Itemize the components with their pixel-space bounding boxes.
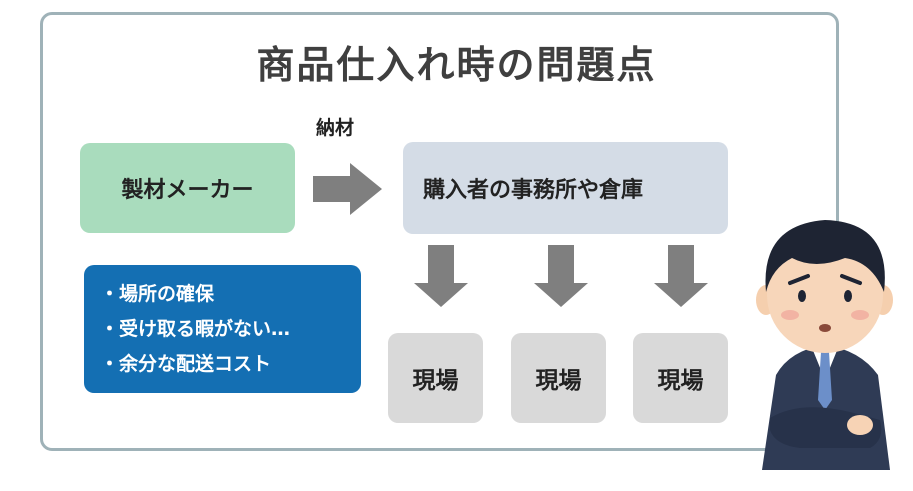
worried-businessman-illustration — [756, 220, 893, 470]
down-arrow-icon-3 — [654, 245, 708, 307]
down-arrow-icon-2 — [534, 245, 588, 307]
issue-item: ・受け取る暇がない… — [100, 318, 291, 340]
diagram-title: 商品仕入れ時の問題点 — [256, 43, 657, 87]
delivery-label: 納材 — [316, 117, 355, 139]
issues-box: ・場所の確保 ・受け取る暇がない… ・余分な配送コスト — [84, 265, 361, 393]
issue-item: ・場所の確保 — [100, 283, 215, 305]
right-arrow-icon — [313, 163, 382, 215]
site-box-3: 現場 — [633, 333, 728, 423]
issue-item: ・余分な配送コスト — [100, 353, 272, 375]
buyer-office-warehouse-box: 購入者の事務所や倉庫 — [403, 142, 728, 234]
manufacturer-box: 製材メーカー — [80, 143, 295, 233]
down-arrow-icon-1 — [414, 245, 468, 307]
site-box-2: 現場 — [511, 333, 606, 423]
site-box-1: 現場 — [388, 333, 483, 423]
